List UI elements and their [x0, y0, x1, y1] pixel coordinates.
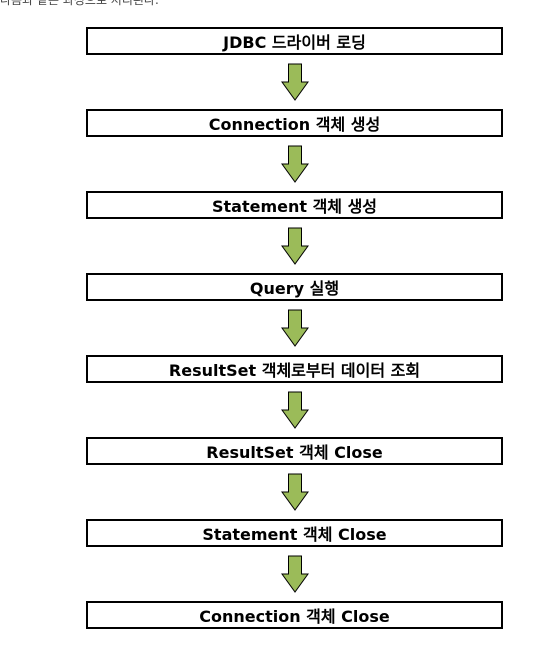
down-arrow-shape	[280, 555, 309, 593]
down-arrow-icon	[86, 55, 503, 109]
header-text: 다음과 같은 과정으로 처리된다.	[0, 0, 159, 7]
step-execute-query: Query 실행	[86, 273, 503, 301]
step-create-statement: Statement 객체 생성	[86, 191, 503, 219]
flowchart: JDBC 드라이버 로딩 Connection 객체 생성 Statement …	[86, 27, 503, 629]
down-arrow-shape	[280, 391, 309, 429]
step-close-connection: Connection 객체 Close	[86, 601, 503, 629]
step-read-resultset: ResultSet 객체로부터 데이터 조회	[86, 355, 503, 383]
down-arrow-shape	[280, 309, 309, 347]
down-arrow-icon	[86, 383, 503, 437]
step-load-driver: JDBC 드라이버 로딩	[86, 27, 503, 55]
down-arrow-icon	[86, 219, 503, 273]
down-arrow-icon	[86, 137, 503, 191]
down-arrow-icon	[86, 301, 503, 355]
down-arrow-icon	[86, 547, 503, 601]
step-close-statement: Statement 객체 Close	[86, 519, 503, 547]
down-arrow-shape	[280, 227, 309, 265]
step-close-resultset: ResultSet 객체 Close	[86, 437, 503, 465]
down-arrow-shape	[280, 473, 309, 511]
down-arrow-shape	[280, 63, 309, 101]
step-create-connection: Connection 객체 생성	[86, 109, 503, 137]
down-arrow-shape	[280, 145, 309, 183]
down-arrow-icon	[86, 465, 503, 519]
